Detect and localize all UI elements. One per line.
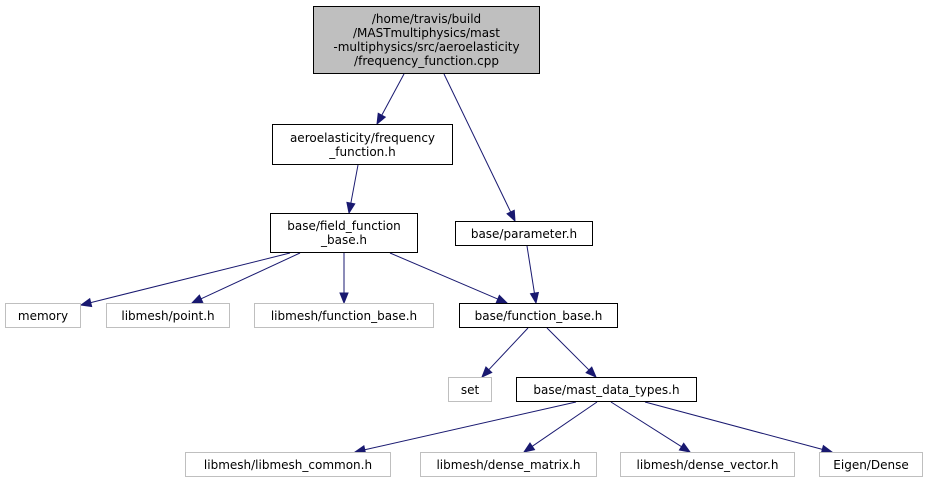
arrowhead <box>529 291 540 305</box>
node-frequency-function-cpp[interactable]: /home/travis/build /MASTmultiphysics/mas… <box>313 6 540 74</box>
edge-line <box>488 327 529 371</box>
node-line: libmesh/libmesh_common.h <box>203 457 373 472</box>
node-line: _base.h <box>320 233 368 247</box>
node-dense-vector-h[interactable]: libmesh/dense_vector.h <box>620 452 795 477</box>
node-line: Eigen/Dense <box>833 457 909 472</box>
node-frequency-function-h[interactable]: aeroelasticity/frequency _function.h <box>272 124 453 165</box>
node-parameter-h[interactable]: base/parameter.h <box>455 221 593 246</box>
edge-mast_dt-to-dense_vector <box>610 401 692 453</box>
node-line: set <box>460 382 480 397</box>
node-line: libmesh/point.h <box>121 308 215 323</box>
node-field-function-base-h[interactable]: base/field_function _base.h <box>270 213 418 253</box>
node-line: /home/travis/build <box>371 12 482 26</box>
node-line: base/mast_data_types.h <box>533 382 680 397</box>
node-base-function-base-h[interactable]: base/function_base.h <box>459 303 618 328</box>
node-line: base/parameter.h <box>470 226 578 241</box>
node-line: base/function_base.h <box>474 308 603 323</box>
node-dense-matrix-h[interactable]: libmesh/dense_matrix.h <box>420 452 597 477</box>
arrowhead <box>522 442 536 453</box>
node-libmesh-common-h[interactable]: libmesh/libmesh_common.h <box>185 452 391 477</box>
node-line: base/field_function <box>287 219 401 233</box>
arrowhead <box>339 292 349 305</box>
edge-line <box>389 252 499 300</box>
node-line: /MASTmultiphysics/mast <box>352 26 501 40</box>
edge-line <box>610 401 682 448</box>
edge-field_fb-to-base_fb <box>389 252 509 304</box>
node-line: _function.h <box>329 144 396 159</box>
edge-line <box>350 164 359 204</box>
arrowhead <box>495 294 509 304</box>
edge-mast_dt-to-dense_matrix <box>522 401 598 453</box>
arrowhead <box>79 297 93 308</box>
arrowhead <box>678 442 692 453</box>
edge-line <box>200 252 301 300</box>
edge-line <box>546 327 590 371</box>
edge-line <box>531 401 598 447</box>
arrowhead <box>190 294 204 304</box>
arrowhead <box>481 366 493 378</box>
edge-field_fb-to-lm_fb <box>339 253 349 305</box>
node-line: memory <box>17 308 69 323</box>
edge-base_fb-to-mast_dt <box>546 327 597 378</box>
node-line: libmesh/function_base.h <box>270 308 418 323</box>
edge-field_fb-to-memory <box>79 252 291 308</box>
node-line: /frequency_function.cpp <box>354 54 499 68</box>
edge-line <box>90 252 291 304</box>
node-line: aeroelasticity/frequency <box>289 130 436 145</box>
node-eigen-dense[interactable]: Eigen/Dense <box>819 452 923 477</box>
edge-line <box>381 73 405 116</box>
edge-base_fb-to-set <box>481 327 529 378</box>
node-set[interactable]: set <box>448 377 492 402</box>
edge-freq_h-to-field_fb <box>346 164 359 215</box>
edge-root-to-freq_h <box>376 73 405 126</box>
node-libmesh-point-h[interactable]: libmesh/point.h <box>106 303 230 328</box>
node-line: libmesh/dense_vector.h <box>636 457 779 472</box>
edge-field_fb-to-point <box>190 252 301 304</box>
edge-line <box>364 401 577 451</box>
edge-root-to-param <box>443 73 516 223</box>
node-memory[interactable]: memory <box>5 303 81 328</box>
edge-mast_dt-to-lm_common <box>353 401 577 455</box>
node-mast-data-types-h[interactable]: base/mast_data_types.h <box>516 377 697 402</box>
node-line: libmesh/dense_matrix.h <box>436 457 581 472</box>
edge-line <box>644 401 823 450</box>
node-line: -multiphysics/src/aeroelasticity <box>333 40 520 54</box>
arrowhead <box>346 201 356 215</box>
edge-line <box>443 73 512 213</box>
edge-mast_dt-to-eigen <box>644 401 834 454</box>
edge-line <box>526 245 535 294</box>
node-libmesh-function-base-h[interactable]: libmesh/function_base.h <box>254 303 434 328</box>
arrowhead <box>585 366 597 378</box>
arrowhead <box>506 209 516 223</box>
arrowhead <box>376 112 387 126</box>
edge-param-to-base_fb <box>526 245 540 305</box>
